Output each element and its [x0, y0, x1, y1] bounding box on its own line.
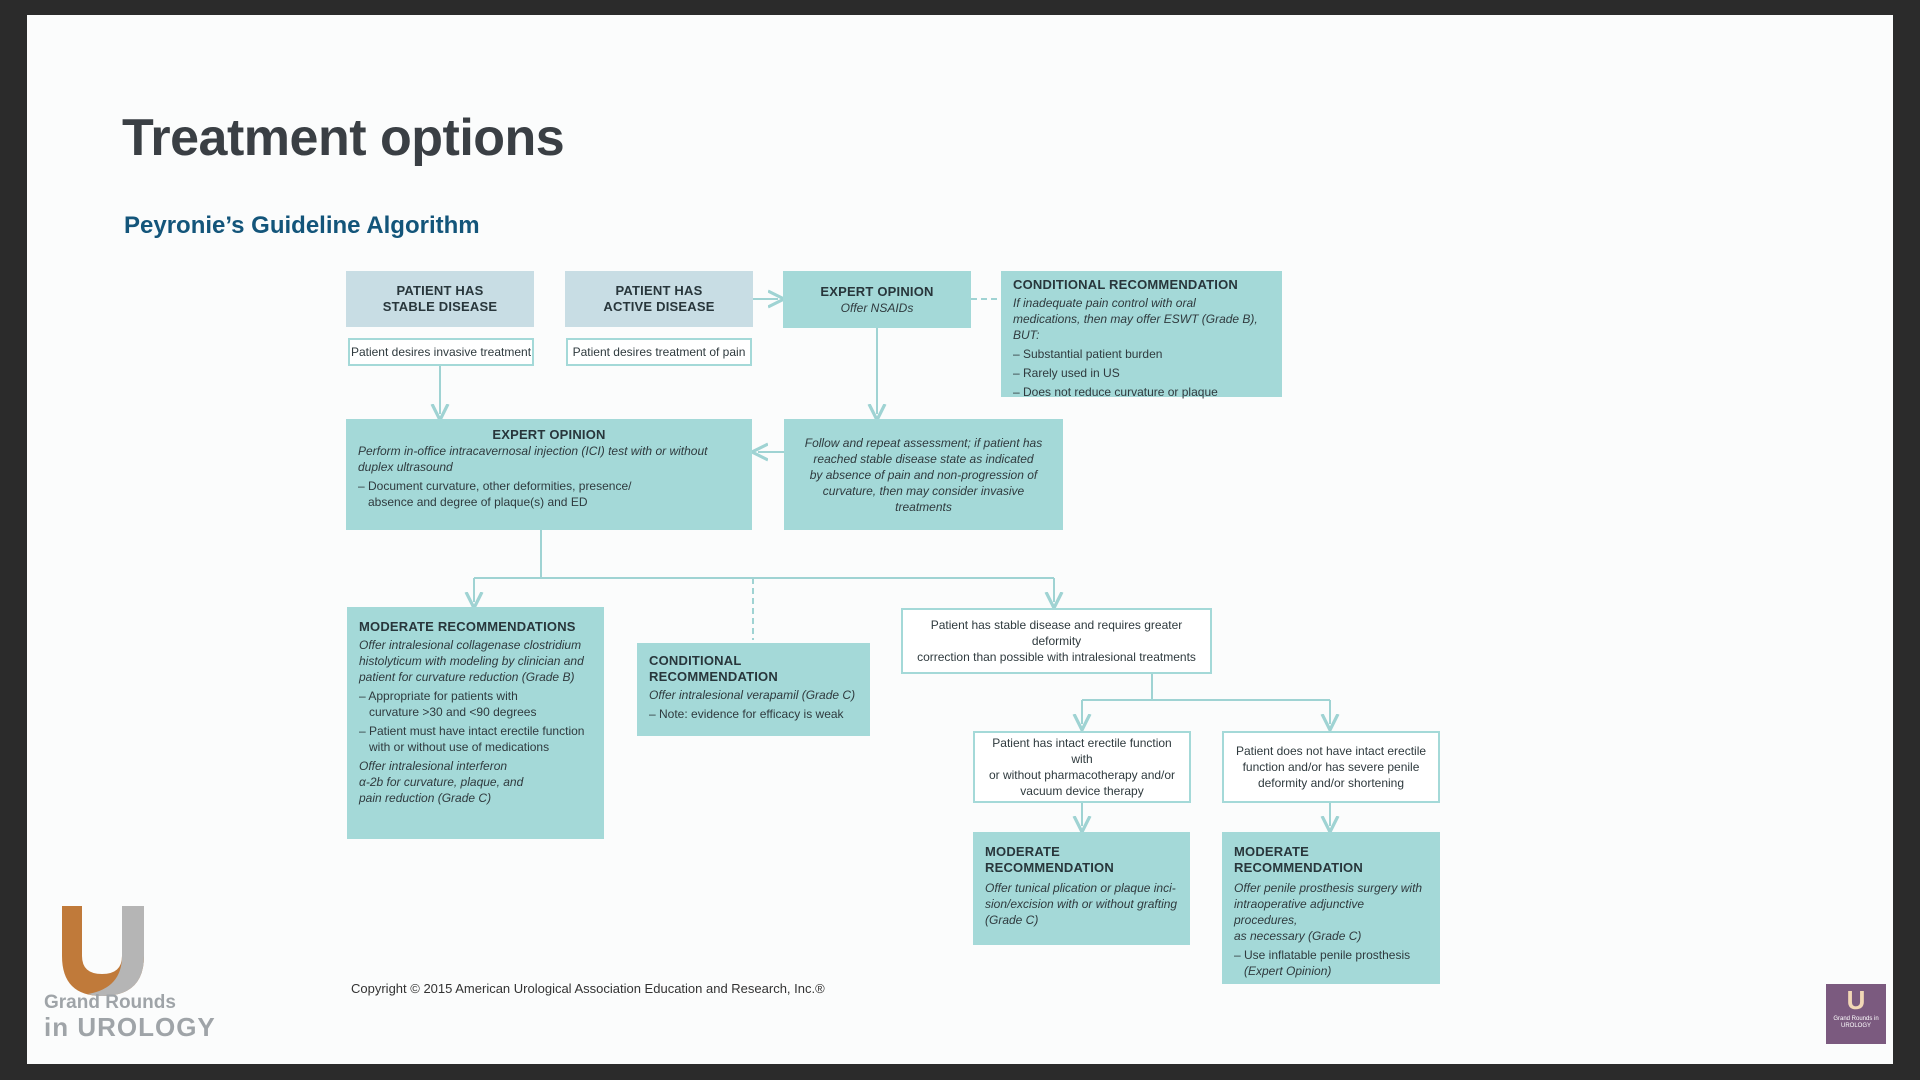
wordmark-line1: Grand Rounds: [44, 992, 176, 1013]
node-header: EXPERT OPINION: [820, 283, 934, 299]
node-header: MODERATE RECOMMENDATIONS: [359, 619, 576, 634]
node-moderate-plication: MODERATE RECOMMENDATION Offer tunical pl…: [973, 832, 1190, 945]
node-header: PATIENT HAS ACTIVE DISEASE: [603, 283, 715, 314]
node-text: Follow and repeat assessment; if patient…: [804, 435, 1043, 514]
node-text: Offer penile prosthesis surgery with int…: [1234, 881, 1423, 943]
node-text: Offer tunical plication or plaque inci- …: [985, 881, 1178, 927]
node-desires-invasive: Patient desires invasive treatment: [348, 338, 534, 366]
node-expert-opinion-nsaids: EXPERT OPINION Offer NSAIDs: [783, 271, 971, 328]
node-text: Patient has intact erectile function wit…: [988, 736, 1176, 798]
node-text: Patient does not have intact erectile fu…: [1235, 744, 1427, 790]
grand-rounds-logo-icon: [62, 906, 144, 996]
node-conditional-eswt: CONDITIONAL RECOMMENDATION If inadequate…: [1001, 271, 1282, 399]
node-stable-disease: PATIENT HAS STABLE DISEASE: [346, 271, 534, 327]
node-bullet: – Note: evidence for efficacy is weak: [649, 707, 844, 721]
node-text-expert: (Expert Opinion): [1244, 964, 1332, 978]
node-text: Offer intralesional collagenase clostrid…: [359, 638, 584, 684]
node-follow-repeat: Follow and repeat assessment; if patient…: [784, 419, 1063, 530]
node-text: If inadequate pain control with oral med…: [1013, 296, 1258, 342]
node-active-disease: PATIENT HAS ACTIVE DISEASE: [565, 271, 753, 327]
node-bullet: – Use inflatable penile prosthesis: [1234, 948, 1411, 962]
node-text: Offer NSAIDs: [840, 300, 914, 315]
node-stable-deformity: Patient has stable disease and requires …: [901, 608, 1212, 674]
node-text: Perform in-office intracavernosal inject…: [358, 444, 708, 474]
node-not-intact-erectile: Patient does not have intact erectile fu…: [1222, 731, 1440, 803]
node-text: Offer intralesional verapamil (Grade C): [649, 688, 856, 702]
node-intact-erectile: Patient has intact erectile function wit…: [973, 731, 1191, 803]
node-text: Patient desires invasive treatment: [350, 345, 532, 359]
node-expert-opinion-ici: EXPERT OPINION Perform in-office intraca…: [346, 419, 752, 530]
node-header: MODERATE RECOMMENDATION: [985, 844, 1114, 875]
node-bullet: – Substantial patient burden: [1013, 347, 1163, 361]
page-subtitle: Peyronie’s Guideline Algorithm: [124, 212, 480, 239]
node-bullet: – Patient must have intact erectile func…: [359, 724, 585, 754]
node-text-interferon: Offer intralesional interferon α-2b for …: [359, 759, 524, 805]
wordmark-line2: in UROLOGY: [44, 1012, 216, 1042]
node-desires-pain-treatment: Patient desires treatment of pain: [566, 338, 752, 366]
node-conditional-verapamil: CONDITIONAL RECOMMENDATION Offer intrale…: [637, 643, 870, 736]
node-moderate-collagenase: MODERATE RECOMMENDATIONS Offer intralesi…: [347, 607, 604, 839]
node-bullet: – Document curvature, other deformities,…: [358, 479, 632, 509]
node-header: PATIENT HAS STABLE DISEASE: [382, 283, 498, 314]
node-header: CONDITIONAL RECOMMENDATION: [649, 653, 778, 684]
page-title: Treatment options: [122, 109, 565, 167]
node-header: MODERATE RECOMMENDATION: [1234, 844, 1363, 875]
node-header: EXPERT OPINION: [492, 427, 606, 442]
slide: [27, 15, 1893, 1064]
node-bullet: – Does not reduce curvature or plaque: [1013, 385, 1218, 399]
grand-rounds-wordmark: Grand Rounds in UROLOGY: [44, 992, 216, 1043]
badge-text: Grand Rounds in UROLOGY: [1833, 1016, 1879, 1029]
node-bullet: – Appropriate for patients with curvatur…: [359, 689, 537, 719]
grand-rounds-badge: U Grand Rounds in UROLOGY: [1826, 984, 1886, 1044]
copyright-notice: Copyright © 2015 American Urological Ass…: [351, 981, 825, 996]
node-text: Patient desires treatment of pain: [572, 345, 746, 359]
node-bullet: – Rarely used in US: [1013, 366, 1120, 380]
node-moderate-prosthesis: MODERATE RECOMMENDATION Offer penile pro…: [1222, 832, 1440, 984]
node-header: CONDITIONAL RECOMMENDATION: [1013, 277, 1238, 292]
node-text: Patient has stable disease and requires …: [917, 618, 1196, 664]
badge-u-icon: U: [1846, 985, 1866, 1015]
